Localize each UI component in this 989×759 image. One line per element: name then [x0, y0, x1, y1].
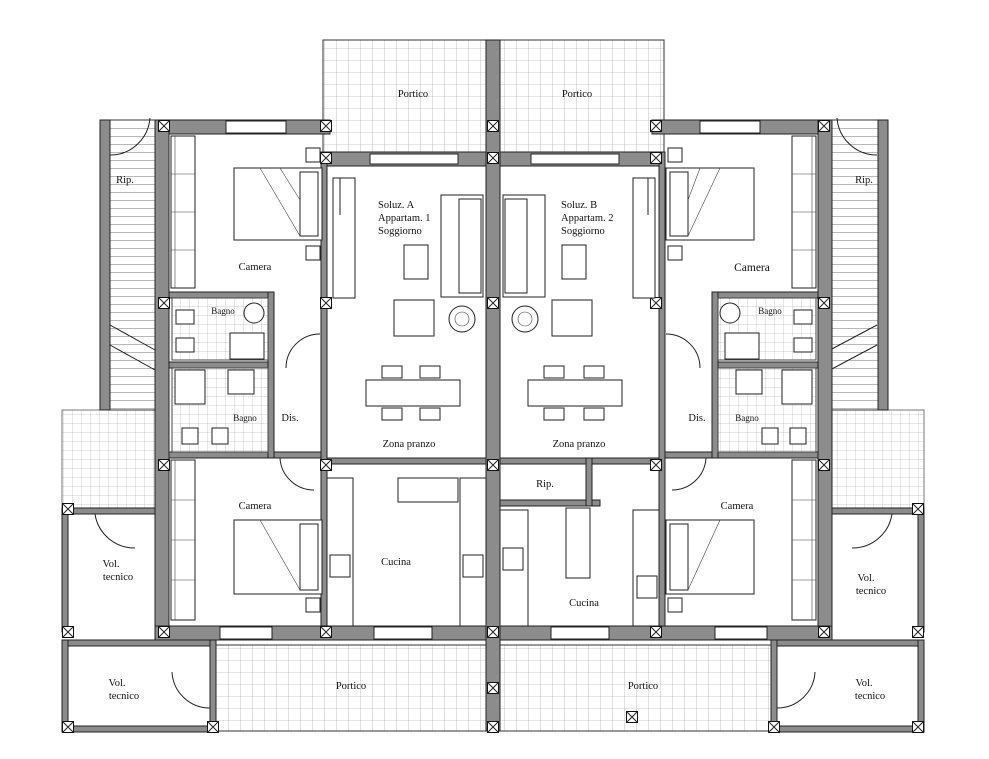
bagno-label-2: Bagno	[233, 413, 257, 423]
column-2	[487, 120, 499, 132]
column-0	[158, 120, 170, 132]
column-18	[62, 503, 74, 515]
tecnico-label-2: tecnico	[856, 586, 886, 597]
column-22	[320, 626, 332, 638]
column-33	[487, 682, 499, 694]
beds	[233, 167, 755, 595]
column-26	[912, 626, 924, 638]
vol-label-2: Vol.	[857, 573, 874, 584]
portico-label-top-right: Portico	[562, 89, 592, 100]
column-24	[650, 626, 662, 638]
column-31	[768, 721, 780, 733]
porticoes	[61, 39, 925, 732]
column-29	[487, 721, 499, 733]
column-32	[912, 721, 924, 733]
vol-label-1: Vol.	[102, 559, 119, 570]
camera-label-bottom-left: Camera	[239, 501, 272, 512]
column-19	[912, 503, 924, 515]
unit-a-living: Soggiorno	[378, 226, 422, 237]
column-13	[158, 459, 170, 471]
kitchen-counters	[326, 477, 660, 627]
column-30	[626, 711, 638, 723]
bagno-label-1: Bagno	[211, 306, 235, 316]
column-28	[207, 721, 219, 733]
electrical-symbols	[305, 147, 683, 613]
camera-label-top-right: Camera	[734, 262, 770, 274]
dining-tables	[365, 365, 623, 579]
portico-label-bottom-right: Portico	[628, 681, 658, 692]
portico-label-bottom-left: Portico	[336, 681, 366, 692]
staircases	[107, 119, 881, 411]
door-swings	[94, 117, 893, 709]
unit-a-title-2: Appartam. 1	[378, 213, 431, 224]
unit-b-living: Soggiorno	[561, 226, 605, 237]
rip-label-left: Rip.	[116, 175, 134, 186]
column-1	[320, 120, 332, 132]
living-furniture	[332, 177, 656, 337]
column-10	[487, 297, 499, 309]
column-11	[650, 297, 662, 309]
column-21	[158, 626, 170, 638]
column-12	[818, 297, 830, 309]
zona-pranzo-label-right: Zona pranzo	[553, 439, 606, 450]
cucina-label-left: Cucina	[381, 557, 411, 568]
unit-b-title-2: Appartam. 2	[561, 213, 614, 224]
portico-label-top-left: Portico	[398, 89, 428, 100]
bagno-label-4: Bagno	[735, 413, 759, 423]
column-4	[818, 120, 830, 132]
column-17	[818, 459, 830, 471]
cucina-label-right: Cucina	[569, 598, 599, 609]
zona-pranzo-label-left: Zona pranzo	[383, 439, 436, 450]
column-15	[487, 459, 499, 471]
column-6	[487, 152, 499, 164]
unit-b-title-1: Soluz. B	[561, 200, 597, 211]
tecnico-label-3: tecnico	[109, 691, 139, 702]
column-27	[62, 721, 74, 733]
tecnico-label-1: tecnico	[103, 572, 133, 583]
column-23	[487, 626, 499, 638]
column-20	[62, 626, 74, 638]
bathroom-fixtures	[171, 297, 817, 453]
column-14	[320, 459, 332, 471]
vol-label-3: Vol.	[108, 678, 125, 689]
column-16	[650, 459, 662, 471]
column-8	[158, 297, 170, 309]
wardrobes	[170, 135, 817, 621]
camera-label-bottom-right: Camera	[721, 501, 754, 512]
bagno-label-3: Bagno	[758, 306, 782, 316]
column-7	[650, 152, 662, 164]
rip-label-center: Rip.	[536, 479, 554, 490]
column-9	[320, 297, 332, 309]
camera-label-top-left: Camera	[239, 262, 272, 273]
unit-a-title-1: Soluz. A	[378, 200, 415, 211]
room-labels: Portico Portico Portico Portico Soluz. A…	[102, 89, 886, 702]
tecnico-label-4: tecnico	[855, 691, 885, 702]
dis-label-left: Dis.	[281, 413, 298, 424]
column-3	[650, 120, 662, 132]
column-25	[818, 626, 830, 638]
column-5	[320, 152, 332, 164]
columns	[62, 120, 924, 733]
rip-label-right: Rip.	[855, 175, 873, 186]
vol-label-4: Vol.	[855, 678, 872, 689]
dis-label-right: Dis.	[688, 413, 705, 424]
